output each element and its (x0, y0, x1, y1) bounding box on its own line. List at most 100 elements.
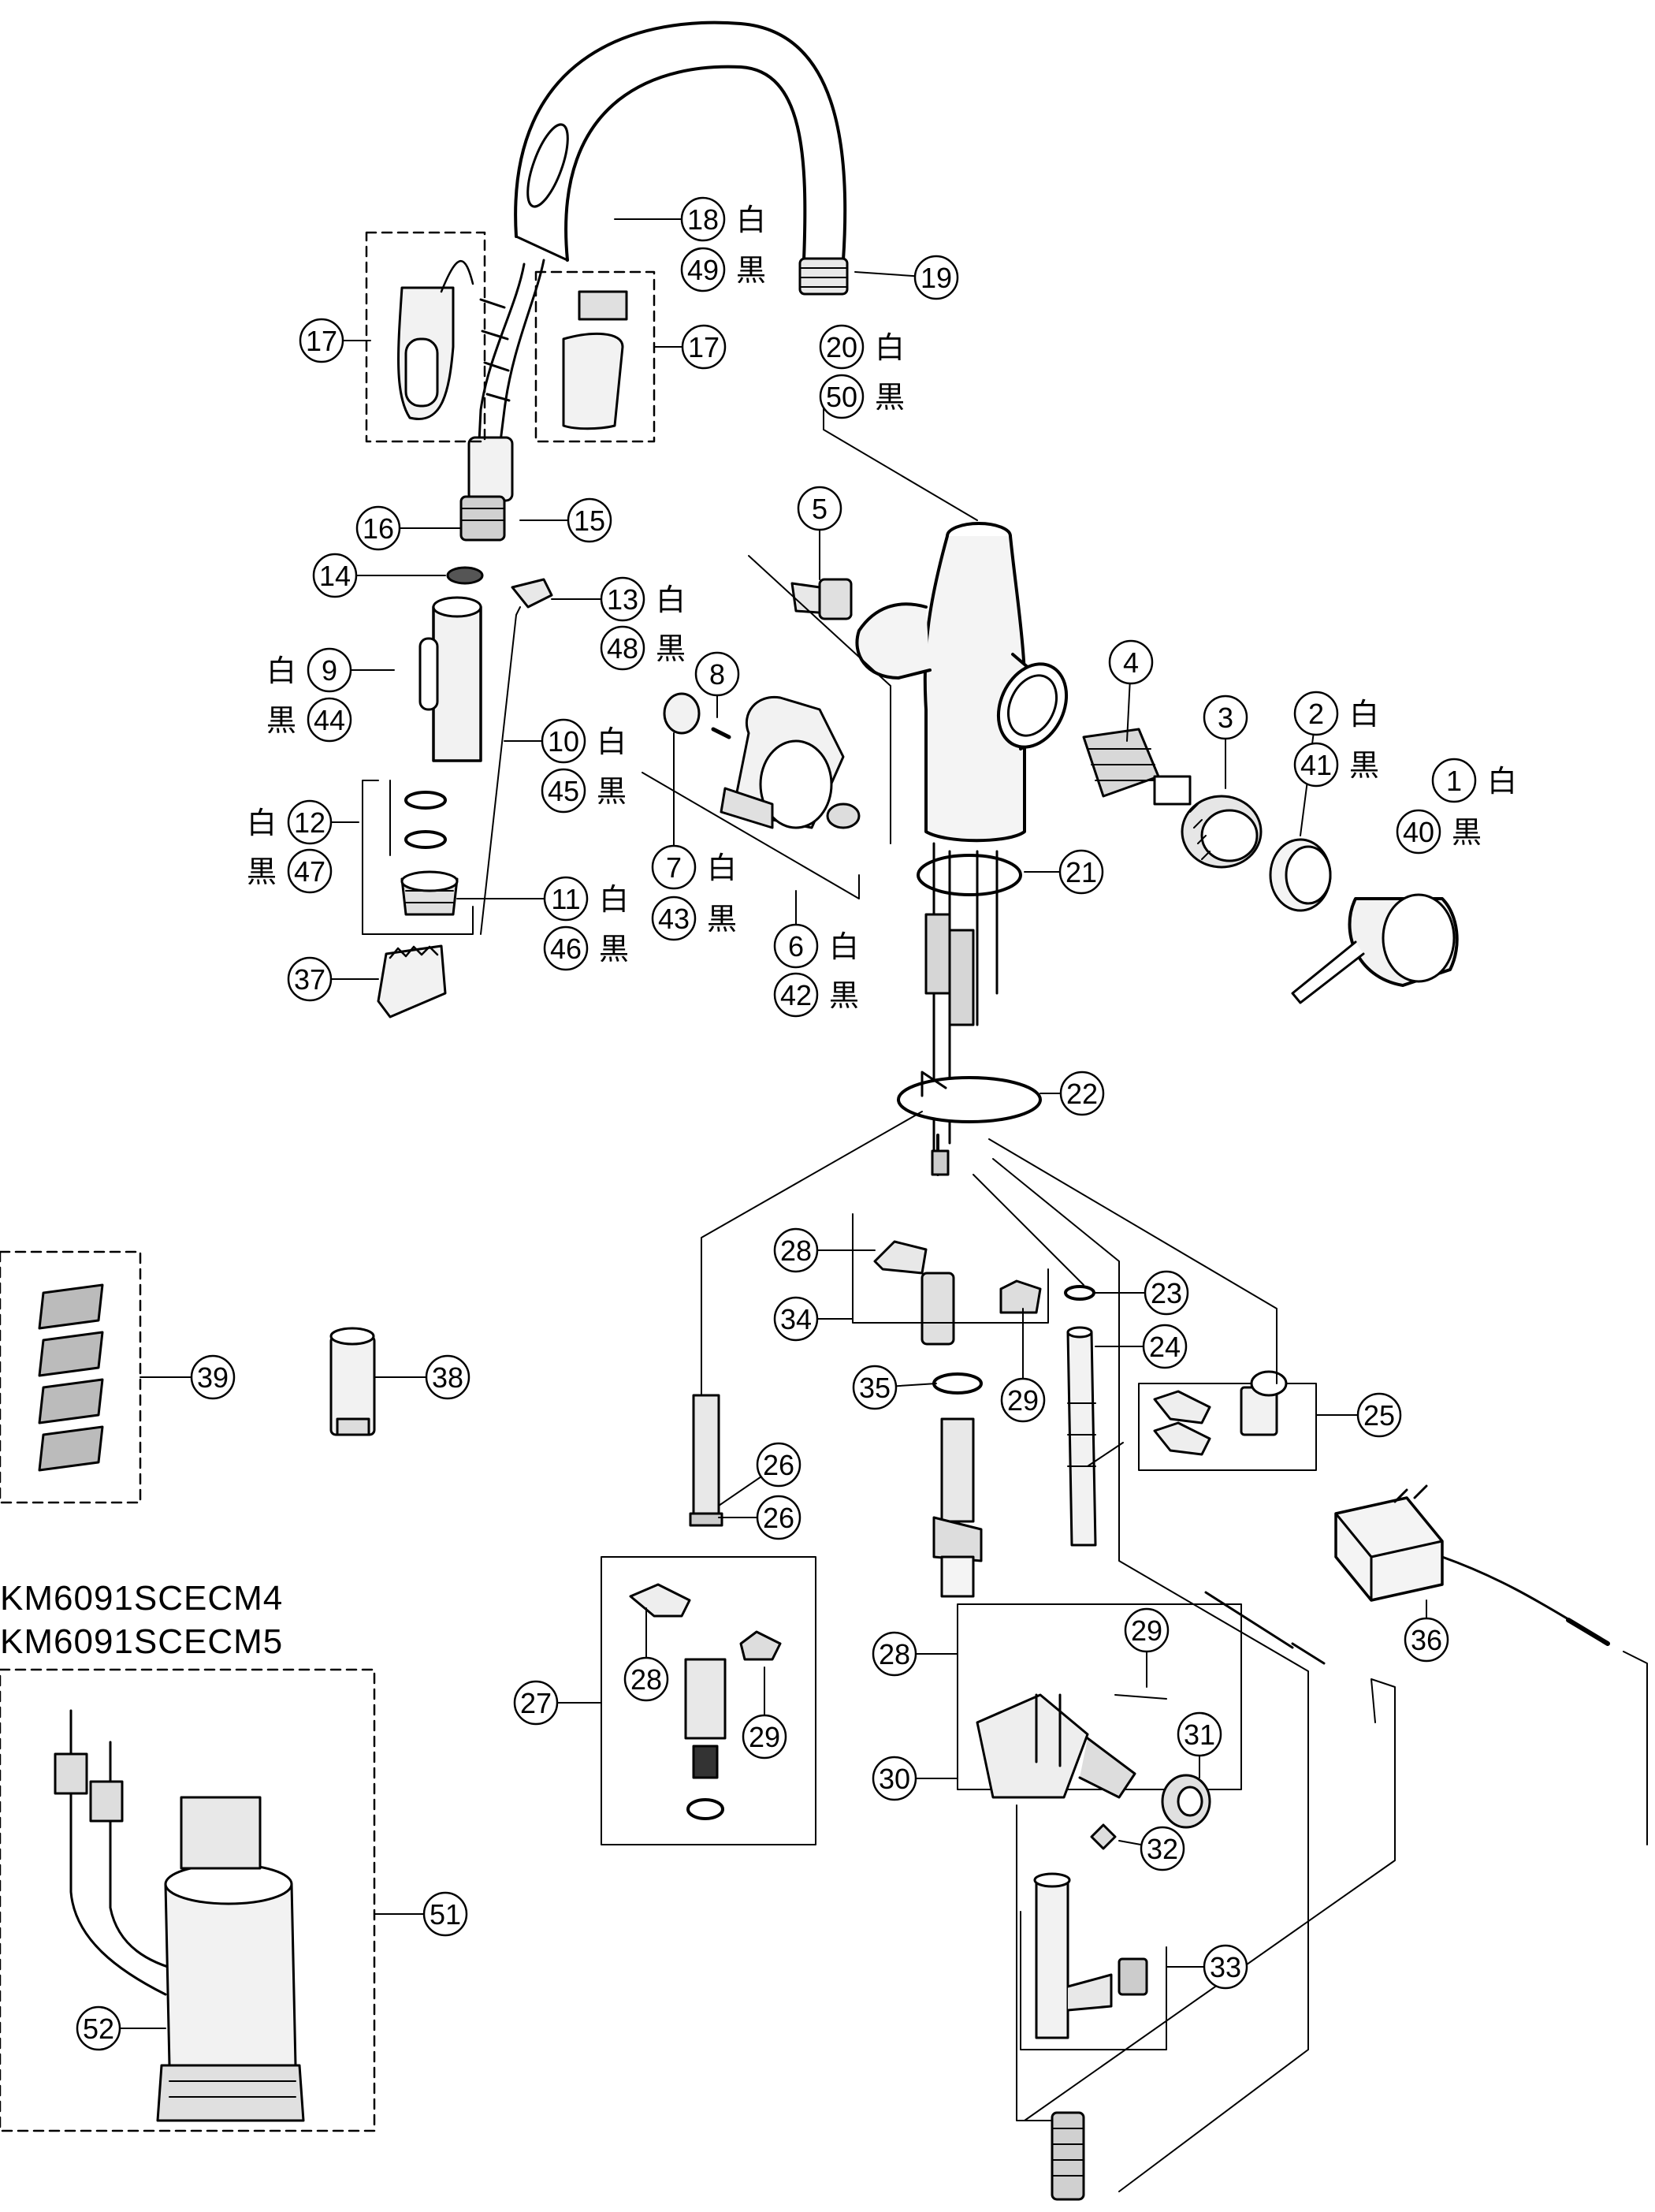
callout-number: 14 (319, 560, 351, 592)
model-number-2: KM6091SCECM5 (0, 1622, 284, 1661)
part-33 (1020, 1872, 1167, 2050)
callout-number: 17 (688, 331, 720, 363)
callout-color-suffix: 白 (247, 807, 277, 840)
callout-number: 1 (1446, 765, 1462, 797)
part-25 (1138, 1370, 1317, 1471)
callout-color-suffix: 黒 (599, 933, 629, 966)
callout-number: 28 (780, 1234, 812, 1267)
callout-number: 47 (294, 855, 325, 888)
callout-circle (852, 1365, 898, 1410)
callout-number: 44 (314, 704, 345, 736)
callout-circle (541, 768, 586, 814)
callout-circle (543, 925, 589, 971)
callout-number: 15 (574, 505, 605, 537)
callout-circle (1404, 1617, 1449, 1663)
callout-number: 25 (1363, 1399, 1395, 1432)
part-2-ring (1269, 838, 1332, 912)
callout-circle (1396, 809, 1441, 855)
callout-number: 11 (551, 883, 580, 915)
callout-number: 49 (687, 254, 719, 286)
callout-circle (600, 576, 645, 622)
callout-color-suffix: 黒 (597, 776, 627, 809)
callout-circle (425, 1354, 470, 1400)
callout-circle (872, 1756, 917, 1801)
callout-circle (1140, 1826, 1185, 1871)
mounting-hardware (897, 842, 1042, 1176)
callout-number: 17 (306, 325, 337, 357)
callout-circle (819, 324, 865, 370)
part-38 (329, 1327, 376, 1436)
callout-circle (1059, 1071, 1105, 1116)
callout-circle (773, 972, 819, 1018)
callout-circle (76, 2005, 121, 2051)
callout-number: 50 (826, 381, 857, 413)
callout-number: 23 (1151, 1277, 1182, 1309)
callout-number: 10 (548, 725, 579, 758)
part-5-valve (748, 555, 891, 844)
part-39 (0, 1250, 142, 1504)
callout-number: 33 (1210, 1951, 1241, 1983)
callout-circle (355, 505, 401, 551)
callout-circle (312, 553, 358, 598)
callout-number: 3 (1218, 702, 1233, 734)
callout-circle (543, 876, 589, 922)
callout-color-suffix: 黒 (829, 980, 859, 1013)
callout-circle (773, 1227, 819, 1273)
callout-color-suffix: 白 (1487, 765, 1517, 799)
callout-number: 30 (879, 1763, 910, 1795)
callout-number: 19 (920, 262, 952, 294)
callout-color-suffix: 白 (656, 584, 686, 617)
callout-circle (1203, 1944, 1248, 1990)
callout-color-suffix: 黒 (656, 633, 686, 666)
callout-circle (742, 1714, 787, 1760)
callout-color-suffix: 白 (736, 204, 766, 237)
model-number-1: KM6091SCECM4 (0, 1579, 284, 1618)
callout-color-suffix: 黒 (1452, 817, 1482, 850)
callout-number: 28 (630, 1663, 662, 1696)
part-17-left (365, 231, 486, 443)
callout-circle (1144, 1270, 1189, 1316)
callout-number: 51 (430, 1898, 461, 1931)
callout-number: 27 (520, 1687, 552, 1719)
callout-number: 22 (1066, 1078, 1098, 1110)
callout-circle (651, 844, 697, 890)
leader-lines (701, 385, 1648, 2192)
callout-number: 31 (1184, 1719, 1215, 1751)
callout-number: 9 (322, 654, 337, 687)
callout-circle (1356, 1392, 1402, 1438)
callout-color-suffix: 白 (266, 655, 296, 688)
callout-color-suffix: 白 (707, 852, 737, 885)
callout-number: 7 (666, 851, 682, 884)
callout-circle (422, 1891, 468, 1937)
callout-circle (1142, 1324, 1188, 1369)
callout-number: 48 (607, 632, 638, 665)
callout-number: 52 (83, 2013, 114, 2045)
callout-circle (513, 1680, 559, 1726)
callout-circle (307, 647, 352, 693)
callout-number: 46 (550, 933, 582, 965)
callout-number: 32 (1147, 1833, 1178, 1865)
callout-color-suffix: 黒 (736, 255, 766, 288)
callout-circle (1293, 691, 1339, 736)
callout-number: 18 (687, 203, 719, 236)
callout-number: 43 (658, 903, 690, 935)
parts-23-24 (1064, 1285, 1097, 1547)
part-3-nut (1181, 795, 1263, 869)
faucet-body (855, 522, 1069, 843)
callout-circle (773, 923, 819, 969)
part-51-filter (0, 1668, 376, 2132)
callout-number: 24 (1149, 1331, 1181, 1363)
callout-circle (756, 1442, 801, 1488)
center-piping (852, 1213, 1049, 1598)
callout-circle (819, 374, 865, 419)
callout-number: 16 (363, 512, 394, 545)
callout-color-suffix: 黒 (247, 856, 277, 889)
pull-out-hose (459, 259, 545, 542)
part-6-knob (642, 692, 861, 899)
callout-circle (287, 848, 333, 894)
callout-circle (1058, 849, 1104, 895)
callout-number: 13 (607, 583, 638, 616)
callout-color-suffix: 黒 (875, 382, 905, 415)
part-1-handle (1291, 893, 1459, 1004)
